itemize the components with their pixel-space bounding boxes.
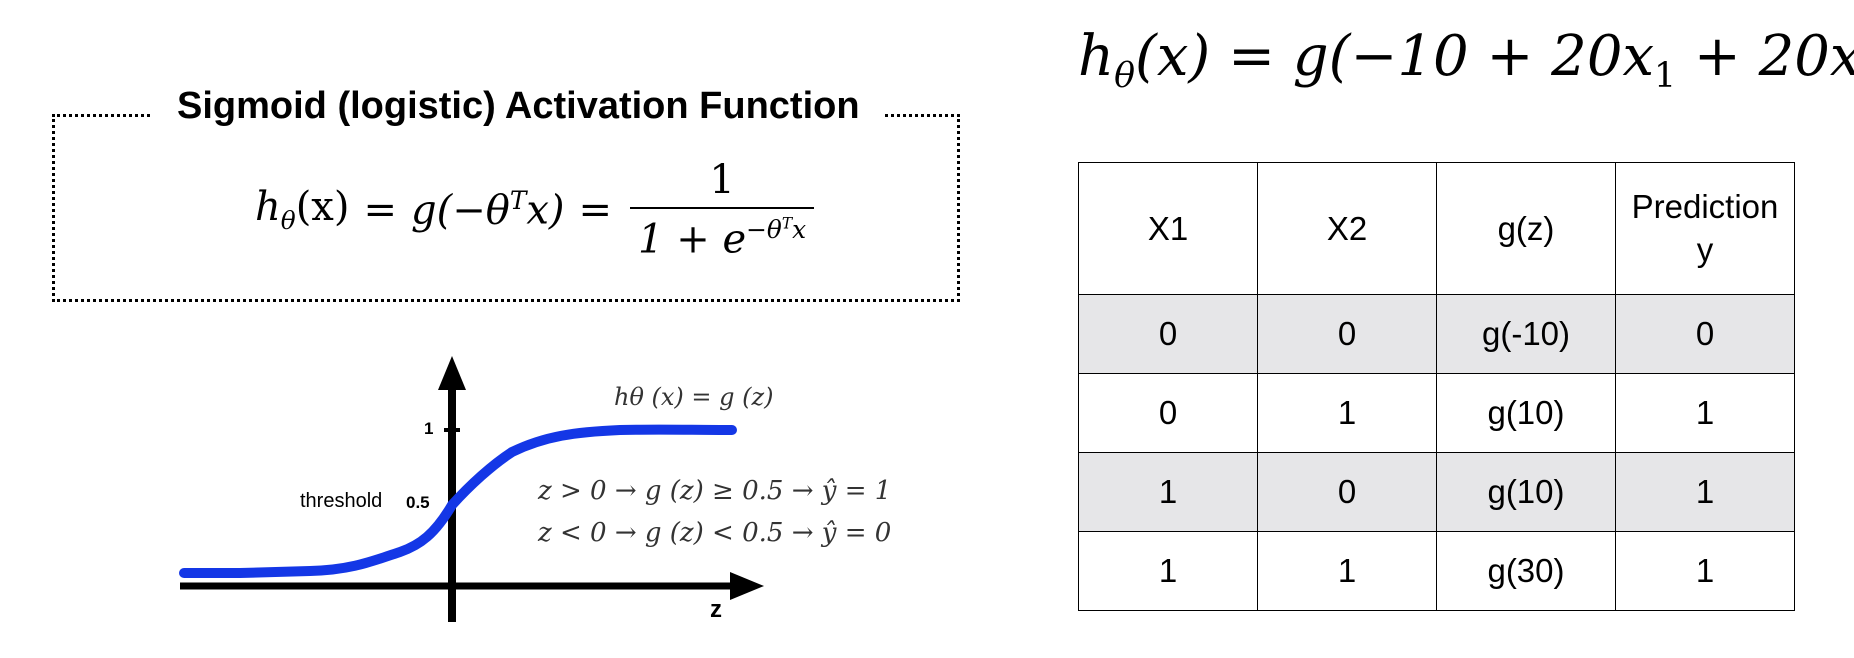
table-header-row: X1 X2 g(z) Prediction y xyxy=(1078,162,1795,295)
table-row: 1 1 g(30) 1 xyxy=(1078,531,1795,611)
rule-positive: z > 0 → g (z) ≥ 0.5 → ŷ = 1 xyxy=(538,476,892,506)
network-formula: hθ(x) = g(−10 + 20x1 + 20x2) xyxy=(1078,24,1854,97)
x-axis-label: z xyxy=(710,596,722,623)
table-row: 0 0 g(-10) 0 xyxy=(1078,294,1795,374)
y-axis-arrow-icon xyxy=(438,356,466,390)
formula-fraction: 1 1 + e−θTx xyxy=(630,157,815,263)
sigmoid-formula: hθ(x) = g(−θTx) = 1 1 + e−θTx xyxy=(255,157,815,263)
header-prediction: Prediction y xyxy=(1615,162,1795,295)
header-x1: X1 xyxy=(1078,162,1258,295)
rule-negative: z < 0 → g (z) < 0.5 → ŷ = 0 xyxy=(538,518,892,548)
sigmoid-curve xyxy=(179,424,737,578)
table-row: 1 0 g(10) 1 xyxy=(1078,452,1795,532)
formula-lhs: hθ(x) xyxy=(255,184,350,236)
x-axis-arrow-icon xyxy=(730,572,764,600)
truth-table: X1 X2 g(z) Prediction y 0 0 g(-10) 0 0 1… xyxy=(1078,162,1795,611)
y-tick-half-label: 0.5 xyxy=(406,493,430,512)
definition-title: Sigmoid (logistic) Activation Function xyxy=(153,85,884,128)
header-gz: g(z) xyxy=(1436,162,1616,295)
formula-g-expression: g(−θTx) xyxy=(411,186,565,234)
y-tick-1-label: 1 xyxy=(424,419,434,438)
curve-label: hθ (x) = g (z) xyxy=(614,383,774,411)
definition-box: Sigmoid (logistic) Activation Function h… xyxy=(52,85,960,302)
threshold-label: threshold xyxy=(300,490,383,512)
